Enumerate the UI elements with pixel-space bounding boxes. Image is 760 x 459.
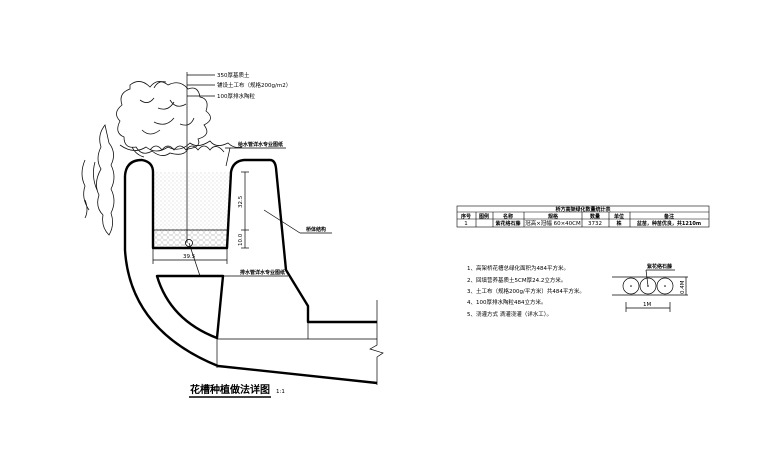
dim-width: 39.5 (183, 254, 196, 260)
planter-bottom-plate (155, 274, 225, 340)
planting-diagram: 紫花络石藤 0.4M 1M (612, 263, 688, 312)
plant-foliage (81, 81, 243, 236)
soil-layer (153, 172, 230, 230)
table-header: 数量 (590, 213, 600, 220)
gravel-layer (153, 230, 228, 248)
note-item: 1、高架桥花槽总绿化面积为484平方米。 (467, 264, 569, 272)
table-header: 备注 (663, 213, 674, 220)
planter-section: 32.5 10.0 39.5 350厚基质土 铺设土工布（规格200g/m2） … (81, 71, 384, 398)
note-item: 5、浇灌方式 滴灌浇灌（详水工）。 (467, 310, 552, 318)
table-cell: 株 (616, 220, 622, 227)
table-cell: 冠高×冠幅 60×40CM (525, 219, 581, 227)
planter-inner-wall (123, 158, 377, 324)
diagram-length: 1M (643, 302, 651, 308)
note-item: 2、回填营养基质土5CM厚24.2立方米。 (467, 276, 566, 284)
table-header: 序号 (460, 213, 471, 220)
layer-label-soil: 350厚基质土 (217, 71, 250, 79)
notes: 1、高架桥花槽总绿化面积为484平方米。 2、回填营养基质土5CM厚24.2立方… (467, 264, 585, 318)
quantity-table (456, 205, 710, 228)
table-header: 名称 (503, 213, 513, 220)
label-drainage: 排水管详水专业图纸 (240, 269, 285, 276)
drawing-title: 花槽种植做法详图 (190, 383, 270, 396)
layer-label-gravel: 100厚排水陶粒 (217, 92, 255, 100)
layer-label-geotextile: 铺设土工布（规格200g/m2） (217, 81, 291, 89)
diagram-plant-label: 紫花络石藤 (647, 263, 673, 270)
label-water-supply: 给水管详水专业图纸 (238, 141, 283, 148)
note-item: 3、土工布（规格200g/平方米）共484平方米。 (467, 287, 585, 295)
diagram-height: 0.4M (680, 280, 686, 294)
planter-outer-wall (123, 176, 378, 385)
table-cell: 紫花络石藤 (495, 220, 521, 227)
table-header: 单位 (614, 213, 624, 220)
break-line (369, 300, 384, 385)
note-item: 4、100厚排水陶粒484立方米。 (467, 298, 547, 306)
table-title: 桥方高架绿化数量统计表 (555, 206, 611, 213)
table-header: 规格 (548, 213, 559, 220)
dim-gravel-height: 10.0 (238, 233, 244, 246)
dim-soil-height: 32.5 (238, 195, 244, 208)
drawing-scale: 1:1 (276, 389, 285, 395)
table-cell: 盆苗，种苗优良，共1210m (636, 220, 701, 227)
table-cell: 3732 (588, 221, 602, 227)
table-header: 图例 (479, 213, 489, 220)
label-bridge: 桥体结构 (306, 226, 326, 233)
table-cell: 1 (464, 221, 468, 227)
